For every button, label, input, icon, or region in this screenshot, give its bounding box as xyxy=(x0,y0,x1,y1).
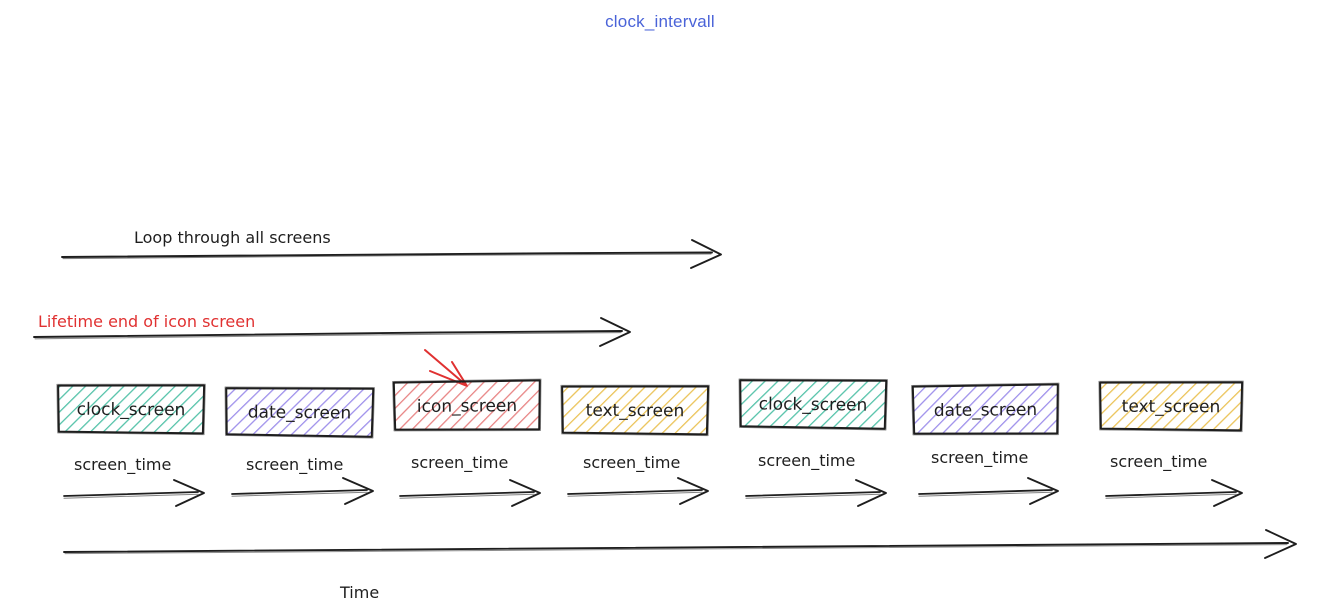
screen-box-text-screen-3[interactable]: text_screen xyxy=(560,384,710,437)
screen-box-outline xyxy=(738,378,888,431)
screen-box-label: clock_screen xyxy=(759,394,868,415)
screen-box-label: date_screen xyxy=(934,400,1038,421)
screen-time-arrow-1 xyxy=(231,477,374,505)
screen-box-label: icon_screen xyxy=(417,396,517,417)
screen-time-arrow-6 xyxy=(1105,479,1243,507)
screen-box-outline xyxy=(739,379,888,430)
screen-box-fill xyxy=(1099,381,1243,431)
screen-box-text-screen-6[interactable]: text_screen xyxy=(1098,380,1244,433)
loop-through-all-screens-arrow xyxy=(61,239,722,269)
screen-box-outline xyxy=(560,384,710,437)
screen-box-fill xyxy=(57,384,205,434)
screen-time-label-6: screen_time xyxy=(1110,452,1207,472)
screen-time-arrow-3 xyxy=(567,477,709,505)
screen-time-label-4: screen_time xyxy=(758,451,855,471)
lifetime-arrow-label: Lifetime end of icon screen xyxy=(38,312,255,331)
screen-box-outline xyxy=(225,387,375,438)
time-axis-label: Time xyxy=(339,583,379,602)
screen-time-arrows-group xyxy=(63,477,1243,507)
screen-box-outline xyxy=(911,382,1060,436)
screen-box-outline xyxy=(1099,381,1244,432)
screen-box-label: text_screen xyxy=(586,401,685,422)
screen-box-icon-screen-2[interactable]: icon_screen xyxy=(392,378,542,432)
screen-box-fill xyxy=(561,385,709,435)
screen-time-arrow-5 xyxy=(918,477,1059,505)
screen-time-label-0: screen_time xyxy=(74,455,171,475)
time-axis-arrow xyxy=(63,529,1297,559)
loop-arrow-label: Loop through all screens xyxy=(134,228,331,247)
screen-box-outline xyxy=(561,385,710,436)
screen-time-label-1: screen_time xyxy=(246,455,343,475)
screen-box-outline xyxy=(224,386,375,439)
page-title: clock_intervall xyxy=(605,12,715,31)
screen-box-clock-screen-4[interactable]: clock_screen xyxy=(738,378,888,431)
screen-box-outline xyxy=(392,378,542,432)
screen-box-fill xyxy=(739,379,887,429)
screen-time-label-3: screen_time xyxy=(583,453,680,473)
screen-time-label-5: screen_time xyxy=(931,448,1028,468)
screen-boxes-group: clock_screen date_screen icon_screen text_s… xyxy=(56,378,1244,439)
screen-time-labels-group: screen_time screen_time screen_time screen_… xyxy=(74,448,1207,475)
screen-box-clock-screen-0[interactable]: clock_screen xyxy=(56,383,206,436)
screen-box-date-screen-5[interactable]: date_screen xyxy=(911,382,1060,436)
screen-time-arrow-2 xyxy=(399,479,541,507)
screen-box-fill xyxy=(912,384,1059,435)
screen-box-outline xyxy=(1098,380,1244,433)
screen-time-arrow-4 xyxy=(745,479,887,507)
screen-time-arrow-0 xyxy=(63,479,205,507)
screen-box-label: clock_screen xyxy=(77,400,186,421)
screen-box-outline xyxy=(911,383,1059,435)
screen-time-label-2: screen_time xyxy=(411,453,508,473)
screen-box-outline xyxy=(392,379,541,431)
lifetime-end-arrow xyxy=(33,317,631,347)
screen-box-outline xyxy=(56,383,206,436)
screen-box-outline xyxy=(57,384,206,435)
screen-box-label: date_screen xyxy=(248,402,352,423)
screen-box-fill xyxy=(225,387,374,437)
screen-box-label: text_screen xyxy=(1122,397,1221,418)
screen-box-fill xyxy=(393,380,541,431)
screen-box-date-screen-1[interactable]: date_screen xyxy=(224,386,375,439)
